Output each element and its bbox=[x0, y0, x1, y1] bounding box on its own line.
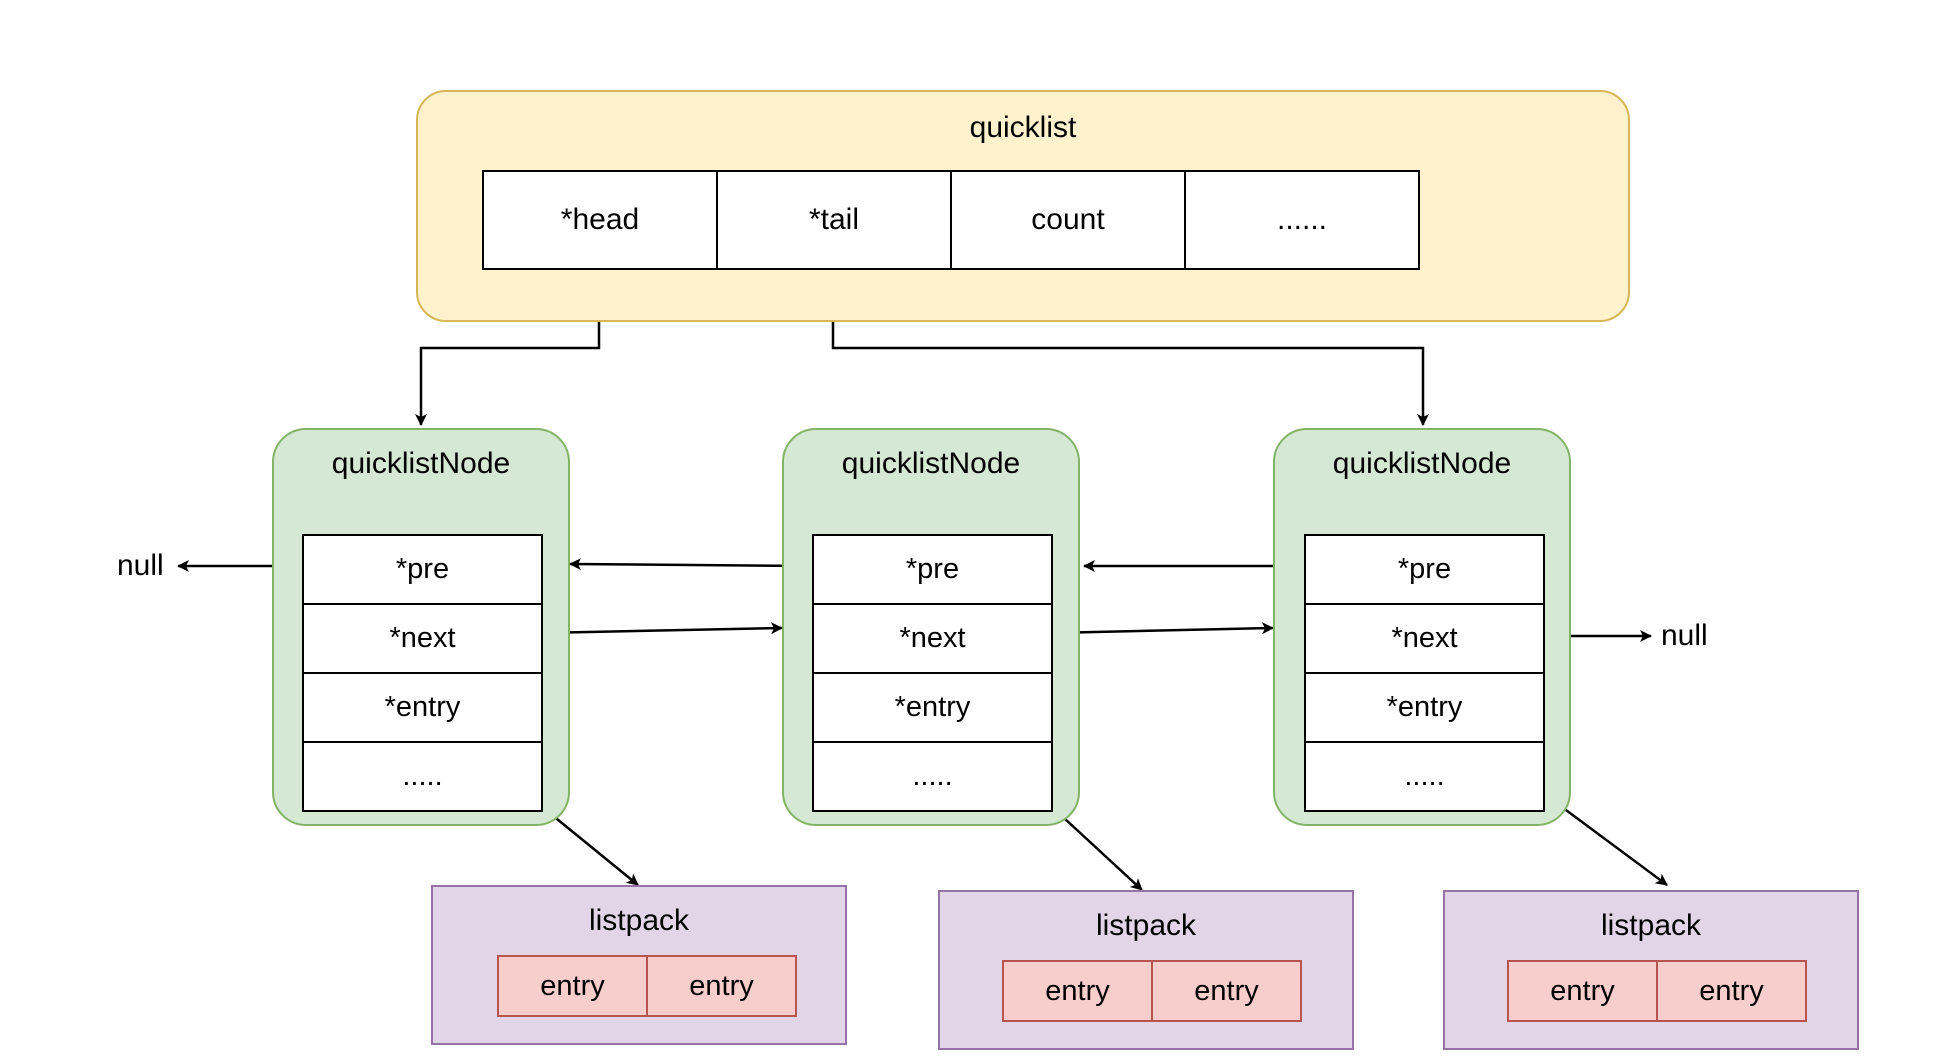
node-2-title: quicklistNode bbox=[841, 447, 1021, 480]
node-1-title: quicklistNode bbox=[331, 447, 511, 480]
node-1-fields: *pre *next *entry ..... bbox=[302, 534, 543, 812]
node1-next-arrow bbox=[540, 622, 783, 635]
listpack-3-entry-2: entry bbox=[1656, 962, 1805, 1020]
node2-next-arrow bbox=[1050, 622, 1274, 635]
listpack-2-title: listpack bbox=[1095, 909, 1197, 942]
null-right-label: null bbox=[1661, 619, 1708, 652]
node-3-entry-field: *entry bbox=[1306, 672, 1543, 741]
node-3-fields: *pre *next *entry ..... bbox=[1304, 534, 1545, 812]
node-1-next-field: *next bbox=[304, 603, 541, 672]
quicklist-node-3: quicklistNode *pre *next *entry ..... bbox=[1273, 428, 1571, 826]
listpack-1: listpack entry entry bbox=[431, 885, 847, 1045]
node-3-title: quicklistNode bbox=[1332, 447, 1512, 480]
node-2-more-field: ..... bbox=[814, 741, 1051, 810]
listpack-3-title: listpack bbox=[1600, 909, 1702, 942]
quicklist-container: quicklist *head *tail count ...... bbox=[416, 90, 1630, 322]
null-left-label: null bbox=[117, 549, 164, 582]
node-2-fields: *pre *next *entry ..... bbox=[812, 534, 1053, 812]
node-3-pre-field: *pre bbox=[1397, 553, 1452, 585]
node-3-next-field: *next bbox=[1306, 603, 1543, 672]
listpack-1-entry-2: entry bbox=[646, 957, 795, 1015]
quicklist-count-field: count bbox=[950, 172, 1184, 268]
node-2-pre-field: *pre bbox=[905, 553, 960, 585]
quicklist-more-field: ...... bbox=[1184, 172, 1418, 268]
quicklist-tail-field: *tail bbox=[716, 172, 950, 268]
listpack-1-entries: entry entry bbox=[497, 955, 797, 1017]
listpack-2-entry-2: entry bbox=[1151, 962, 1300, 1020]
listpack-2-entries: entry entry bbox=[1002, 960, 1302, 1022]
quicklist-node-1: quicklistNode *pre *next *entry ..... bbox=[272, 428, 570, 826]
node-1-entry-field: *entry bbox=[304, 672, 541, 741]
node-1-more-field: ..... bbox=[304, 741, 541, 810]
listpack-1-entry-1: entry bbox=[540, 969, 605, 1002]
quicklist-node-2: quicklistNode *pre *next *entry ..... bbox=[782, 428, 1080, 826]
listpack-3-entries: entry entry bbox=[1507, 960, 1807, 1022]
listpack-2-entry-1: entry bbox=[1045, 974, 1110, 1007]
node-1-pre-field: *pre bbox=[395, 553, 450, 585]
node-2-entry-field: *entry bbox=[814, 672, 1051, 741]
quicklist-title: quicklist bbox=[969, 111, 1077, 144]
listpack-3-entry-1: entry bbox=[1550, 974, 1615, 1007]
quicklist-fields: *head *tail count ...... bbox=[482, 170, 1420, 270]
node-2-next-field: *next bbox=[814, 603, 1051, 672]
quicklist-head-field: *head bbox=[560, 203, 640, 236]
node2-pre-arrow bbox=[569, 558, 813, 571]
listpack-1-title: listpack bbox=[588, 904, 690, 937]
listpack-3: listpack entry entry bbox=[1443, 890, 1859, 1050]
node-3-more-field: ..... bbox=[1306, 741, 1543, 810]
listpack-2: listpack entry entry bbox=[938, 890, 1354, 1050]
